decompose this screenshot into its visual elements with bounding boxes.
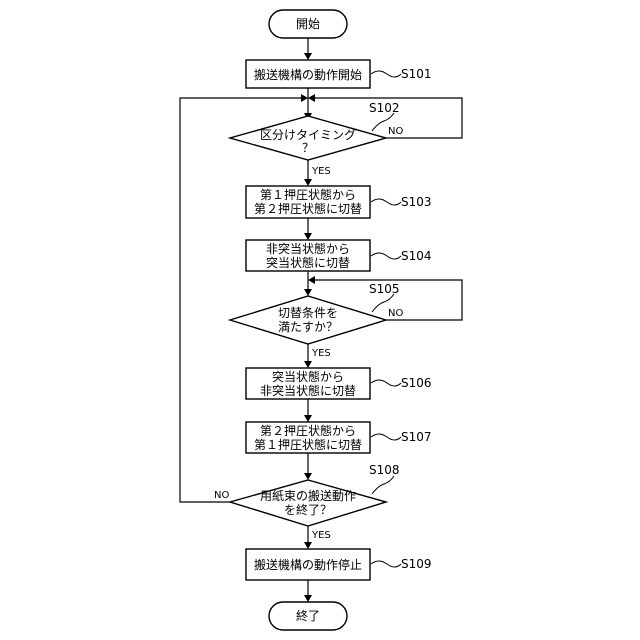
end-terminal: 終了 — [269, 602, 347, 630]
decision-s108-line1: 用紙束の搬送動作 — [260, 488, 356, 503]
step-s104: 非突当状態から 突当状態に切替 S104 — [246, 240, 432, 271]
step-s107-id: S107 — [401, 430, 432, 444]
decision-s108-no: NO — [214, 490, 229, 501]
decision-s108-id: S108 — [369, 463, 400, 477]
decision-s102-line2: ？ — [302, 141, 314, 155]
decision-s102-id: S102 — [369, 101, 400, 115]
step-s106-id: S106 — [401, 376, 432, 390]
decision-s102: 区分けタイミング ？ S102 YES NO — [230, 101, 403, 177]
step-s109-text: 搬送機構の動作停止 — [254, 557, 362, 572]
step-s106-line1: 突当状態から — [272, 369, 344, 384]
step-s107-line2: 第１押圧状態に切替 — [254, 437, 362, 452]
step-s109-id: S109 — [401, 557, 432, 571]
start-label: 開始 — [296, 17, 320, 31]
step-s107-line1: 第２押圧状態から — [260, 423, 356, 438]
step-s101: 搬送機構の動作開始 S101 — [246, 60, 432, 88]
step-s109: 搬送機構の動作停止 S109 — [246, 549, 432, 580]
decision-s108-yes: YES — [311, 530, 331, 541]
step-s103-line1: 第１押圧状態から — [260, 187, 356, 202]
step-s103-id: S103 — [401, 195, 432, 209]
decision-s102-line1: 区分けタイミング — [260, 128, 356, 142]
end-label: 終了 — [296, 608, 320, 623]
decision-s102-yes: YES — [311, 166, 331, 177]
step-s104-line2: 突当状態に切替 — [266, 255, 350, 270]
step-s104-line1: 非突当状態から — [266, 241, 350, 256]
step-s101-id: S101 — [401, 67, 432, 81]
decision-s105-no: NO — [388, 308, 403, 319]
step-s107: 第２押圧状態から 第１押圧状態に切替 S107 — [246, 422, 432, 453]
step-s103-line2: 第２押圧状態に切替 — [254, 201, 362, 216]
decision-s105-id: S105 — [369, 282, 400, 296]
decision-s105-line1: 切替条件を — [278, 306, 338, 320]
start-terminal: 開始 — [269, 10, 347, 38]
decision-s105-yes: YES — [311, 348, 331, 359]
decision-s108-line2: を終了？ — [284, 502, 332, 517]
decision-s105-line2: 満たすか？ — [278, 320, 338, 334]
step-s104-id: S104 — [401, 249, 432, 263]
step-s103: 第１押圧状態から 第２押圧状態に切替 S103 — [246, 186, 432, 218]
step-s106-line2: 非突当状態に切替 — [260, 383, 356, 398]
step-s101-text: 搬送機構の動作開始 — [254, 67, 362, 82]
step-s106: 突当状態から 非突当状態に切替 S106 — [246, 368, 432, 399]
decision-s105: 切替条件を 満たすか？ S105 YES NO — [230, 282, 403, 359]
decision-s102-no: NO — [388, 126, 403, 137]
